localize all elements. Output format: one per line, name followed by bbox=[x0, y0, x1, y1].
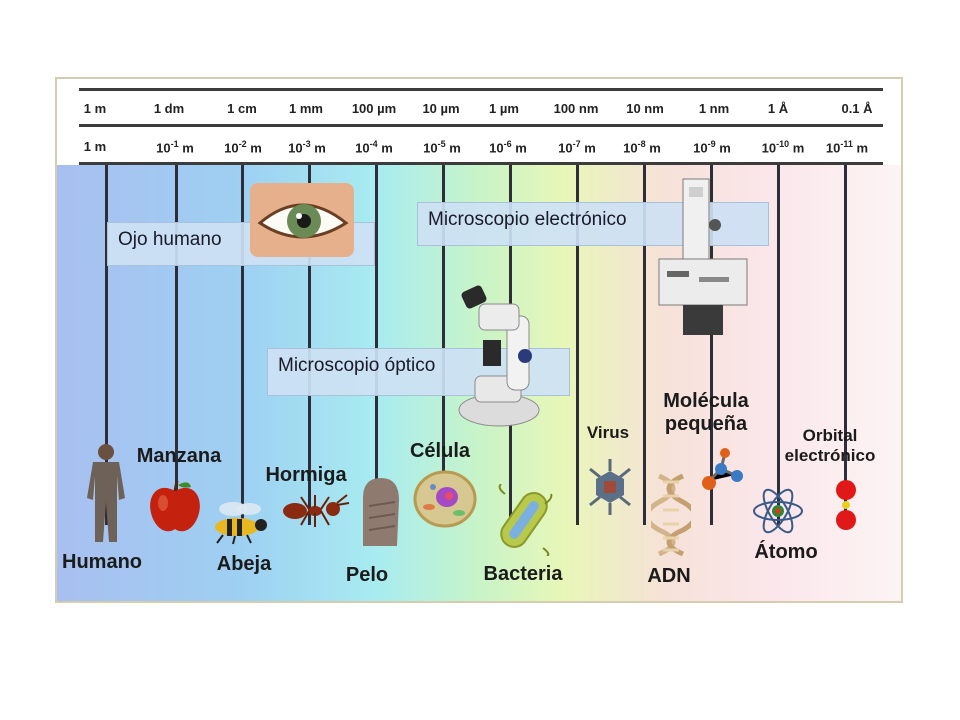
caption-atomo: Átomo bbox=[754, 541, 817, 564]
scale-bottom-label: 10-2 m bbox=[224, 139, 262, 155]
human-figure-icon bbox=[79, 442, 133, 544]
caption-line: Molécula bbox=[663, 390, 749, 412]
power-unit: m bbox=[857, 140, 869, 155]
power-exponent: -7 bbox=[573, 139, 581, 149]
scale-bottom-label: 10-7 m bbox=[558, 139, 596, 155]
scale-gridline bbox=[175, 165, 178, 525]
scale-bottom-label: 10-3 m bbox=[288, 139, 326, 155]
scale-top-label: 10 nm bbox=[626, 101, 664, 116]
caption-line: Orbital bbox=[803, 426, 858, 445]
power-exponent: -9 bbox=[708, 139, 716, 149]
power-unit: m bbox=[719, 140, 731, 155]
bee-icon bbox=[207, 499, 271, 545]
power-unit: m bbox=[449, 140, 461, 155]
power-base: 10 bbox=[489, 140, 503, 155]
orbital-icon bbox=[834, 479, 858, 531]
power-unit: m bbox=[515, 140, 527, 155]
power-exponent: -2 bbox=[239, 139, 247, 149]
scale-bottom-label: 10-9 m bbox=[693, 139, 731, 155]
dna-icon bbox=[651, 474, 691, 556]
scale-bottom-label: 10-10 m bbox=[762, 139, 805, 155]
virus-icon bbox=[586, 457, 634, 517]
power-unit: m bbox=[649, 140, 661, 155]
power-base: 10 bbox=[623, 140, 637, 155]
hair-icon bbox=[357, 476, 403, 548]
power-unit: m bbox=[250, 140, 262, 155]
power-base: 1 m bbox=[84, 139, 106, 154]
ant-icon bbox=[279, 491, 351, 531]
eye-icon bbox=[250, 183, 354, 257]
caption-pelo: Pelo bbox=[346, 564, 388, 587]
scale-top-label: 1 nm bbox=[699, 101, 729, 116]
scale-gridline bbox=[844, 165, 847, 525]
bacteria-icon bbox=[495, 484, 553, 556]
scale-bottom-label: 10-11 m bbox=[826, 139, 868, 155]
power-exponent: -10 bbox=[776, 139, 789, 149]
scale-rule-bottom bbox=[79, 162, 883, 165]
atom-icon bbox=[751, 484, 805, 538]
scale-bottom-label: 10-1 m bbox=[156, 139, 194, 155]
scale-top-label: 1 Å bbox=[768, 101, 788, 116]
cell-icon bbox=[413, 469, 477, 529]
scale-gridline bbox=[241, 165, 244, 525]
power-exponent: -3 bbox=[303, 139, 311, 149]
power-unit: m bbox=[793, 140, 805, 155]
power-exponent: -5 bbox=[438, 139, 446, 149]
caption-hormiga: Hormiga bbox=[265, 464, 346, 487]
caption-line: pequeña bbox=[665, 413, 747, 435]
electron-microscope-icon bbox=[653, 175, 753, 340]
scale-top-label: 0.1 Å bbox=[841, 101, 872, 116]
power-base: 10 bbox=[423, 140, 437, 155]
power-base: 10 bbox=[224, 140, 238, 155]
caption-bacteria: Bacteria bbox=[484, 563, 563, 586]
scale-bottom-label: 10-5 m bbox=[423, 139, 461, 155]
power-exponent: -6 bbox=[504, 139, 512, 149]
power-base: 10 bbox=[826, 140, 840, 155]
caption-celula: Célula bbox=[410, 440, 470, 463]
power-base: 10 bbox=[288, 140, 302, 155]
power-base: 10 bbox=[156, 140, 170, 155]
caption-manzana: Manzana bbox=[137, 445, 221, 468]
scale-top-label: 1 m bbox=[84, 101, 106, 116]
scale-bottom-label: 10-6 m bbox=[489, 139, 527, 155]
caption-virus: Virus bbox=[587, 423, 629, 443]
power-exponent: -8 bbox=[638, 139, 646, 149]
scale-top-label: 100 µm bbox=[352, 101, 396, 116]
power-unit: m bbox=[584, 140, 596, 155]
caption-molecula-pequena: Molécula pequeña bbox=[663, 390, 749, 436]
optical-microscope-icon bbox=[453, 284, 543, 429]
scale-gridline bbox=[375, 165, 378, 525]
scale-bottom-label: 10-8 m bbox=[623, 139, 661, 155]
power-unit: m bbox=[381, 140, 393, 155]
scale-top-label: 1 dm bbox=[154, 101, 184, 116]
caption-humano: Humano bbox=[62, 551, 142, 574]
scale-rule-middle bbox=[79, 124, 883, 127]
scale-rule-top bbox=[79, 88, 883, 91]
power-base: 10 bbox=[355, 140, 369, 155]
scale-top-label: 100 nm bbox=[554, 101, 599, 116]
scale-top-label: 1 mm bbox=[289, 101, 323, 116]
scale-diagram: 1 m 1 dm 1 cm 1 mm 100 µm 10 µm 1 µm 100… bbox=[55, 77, 903, 603]
caption-orbital-electronico: Orbital electrónico bbox=[785, 426, 876, 466]
scale-bottom-label: 1 m bbox=[84, 139, 106, 154]
power-unit: m bbox=[182, 140, 194, 155]
caption-abeja: Abeja bbox=[217, 553, 271, 576]
scale-top-label: 1 µm bbox=[489, 101, 519, 116]
power-base: 10 bbox=[693, 140, 707, 155]
apple-icon bbox=[147, 477, 203, 535]
power-base: 10 bbox=[558, 140, 572, 155]
power-base: 10 bbox=[762, 140, 776, 155]
molecule-icon bbox=[697, 445, 747, 495]
scale-bottom-label: 10-4 m bbox=[355, 139, 393, 155]
power-unit: m bbox=[314, 140, 326, 155]
power-exponent: -1 bbox=[171, 139, 179, 149]
power-exponent: -11 bbox=[840, 139, 853, 149]
scale-top-label: 10 µm bbox=[422, 101, 459, 116]
caption-adn: ADN bbox=[647, 565, 690, 588]
caption-line: electrónico bbox=[785, 446, 876, 465]
scale-gridline bbox=[777, 165, 780, 525]
power-exponent: -4 bbox=[370, 139, 378, 149]
scale-top-label: 1 cm bbox=[227, 101, 257, 116]
